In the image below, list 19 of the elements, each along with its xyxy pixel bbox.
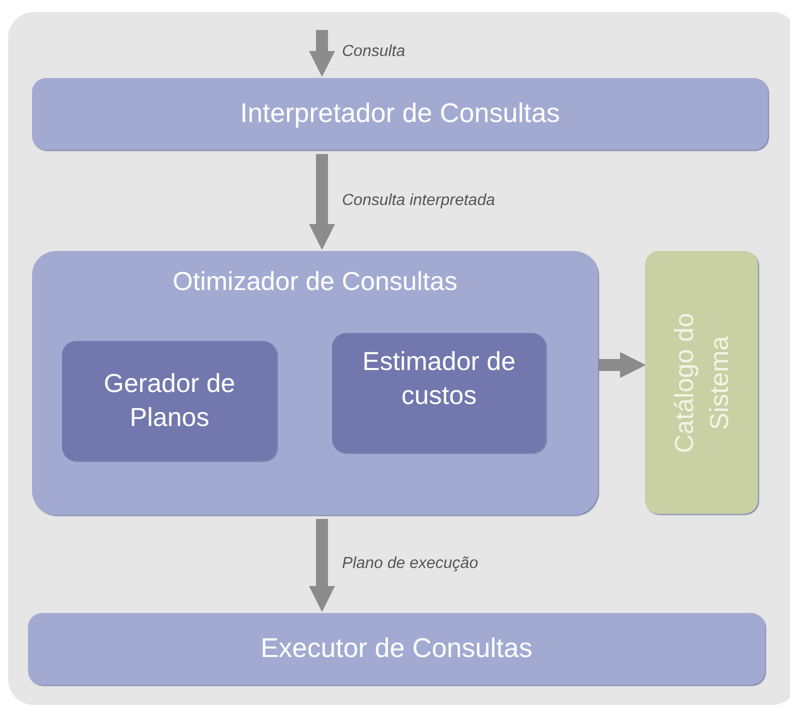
node-label: Gerador de Planos — [102, 367, 236, 434]
catalog-box — [645, 251, 758, 514]
edge-label: Consulta — [342, 43, 406, 61]
arrow — [309, 30, 335, 77]
process-box — [28, 613, 765, 685]
node-label: Interpretador de Consultas — [240, 97, 560, 130]
arrow — [598, 352, 646, 378]
edge-label: Consulta interpretada — [342, 192, 495, 210]
component-box — [62, 341, 277, 461]
node-label: Catálogo do Sistema — [668, 311, 734, 455]
arrow — [309, 519, 335, 612]
arrow — [309, 154, 335, 250]
node-label: Otimizador de Consultas — [172, 265, 458, 298]
node-label: Estimador de custos — [361, 345, 517, 412]
component-box — [332, 333, 546, 453]
node-label: Executor de Consultas — [260, 632, 532, 666]
edge-label: Plano de execução — [342, 555, 478, 573]
group-box — [32, 251, 598, 515]
process-box — [32, 78, 768, 150]
